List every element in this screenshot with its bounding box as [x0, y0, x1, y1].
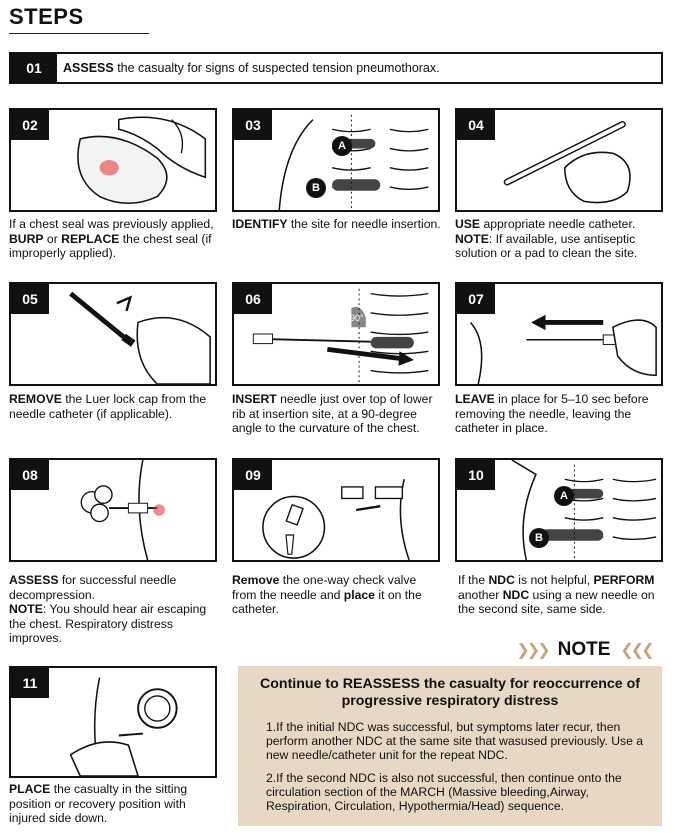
site-b-marker: B [529, 528, 549, 548]
caption-text: or [44, 232, 62, 246]
caption-keyword: place [344, 588, 375, 602]
caption-keyword: PERFORM [594, 573, 655, 587]
step-11-illustration: 11 [9, 666, 217, 778]
note-item: 1.If the initial NDC was successful, but… [266, 720, 656, 763]
step-number: 01 [11, 54, 57, 82]
step-number: 09 [234, 460, 272, 490]
step-number: 11 [11, 668, 49, 698]
caption-keyword: NDC [489, 573, 515, 587]
step-02-illustration: 02 [9, 108, 217, 212]
step-09-caption: Remove the one-way check valve from the … [232, 573, 444, 617]
step-number: 04 [457, 110, 495, 140]
caption-keyword: USE [455, 217, 480, 231]
caption-keyword: BURP [9, 232, 44, 246]
page-title: STEPS [9, 4, 84, 30]
step-05-caption: REMOVE the Luer lock cap from the needle… [9, 392, 221, 421]
step-number: 07 [457, 284, 495, 314]
caption-text: is not helpful, [515, 573, 594, 587]
step-07-illustration: 07 [455, 282, 663, 386]
caption-text: If a chest seal was previously applied, [9, 217, 214, 231]
note-item: 2.If the second NDC is also not successf… [266, 771, 656, 814]
step-05-illustration: 05 [9, 282, 217, 386]
note-box: Continue to REASSESS the casualty for re… [238, 666, 662, 826]
site-a-marker: A [332, 136, 352, 156]
step-number: 05 [11, 284, 49, 314]
step-number: 02 [11, 110, 49, 140]
step-04-caption: USE appropriate needle catheter.NOTE: If… [455, 217, 667, 261]
step-10-illustration: 10 A B [455, 458, 663, 562]
step-03-illustration: 03 A B [232, 108, 440, 212]
step-number: 03 [234, 110, 272, 140]
step-number: 06 [234, 284, 272, 314]
step-11-caption: PLACE the casualty in the sitting positi… [9, 782, 221, 826]
caption-keyword: REMOVE [9, 392, 62, 406]
step-08-caption: ASSESS for successful needle decompressi… [9, 573, 221, 646]
note-label: NOTE [558, 639, 611, 661]
angle-label: 90° [350, 313, 364, 323]
step-number: 08 [11, 460, 49, 490]
caption-keyword: Remove [232, 573, 279, 587]
caption-keyword: NDC [503, 588, 529, 602]
step-07-caption: LEAVE in place for 5–10 sec before remov… [455, 392, 667, 436]
chevron-left-icon: ❮❮❮ [620, 640, 651, 660]
caption-keyword: INSERT [232, 392, 277, 406]
step-09-illustration: 09 [232, 458, 440, 562]
note-list: 1.If the initial NDC was successful, but… [266, 720, 656, 821]
step-06-illustration: 06 90° [232, 282, 440, 386]
caption-keyword: NOTE [455, 232, 489, 246]
site-b-marker: B [306, 178, 326, 198]
caption-keyword: NOTE [9, 602, 43, 616]
caption-text: If the [458, 573, 489, 587]
caption-text: another [458, 588, 503, 602]
step-03-caption: IDENTIFY the site for needle insertion. [232, 217, 444, 232]
step-02-caption: If a chest seal was previously applied, … [9, 217, 221, 261]
caption-keyword: PLACE [9, 782, 50, 796]
step-01: 01 ASSESS the casualty for signs of susp… [9, 52, 663, 84]
step-06-caption: INSERT needle just over top of lower rib… [232, 392, 444, 436]
caption-keyword: ASSESS [9, 573, 58, 587]
title-underline [9, 33, 149, 34]
step-number: 10 [457, 460, 495, 490]
step-text: ASSESS the casualty for signs of suspect… [63, 61, 440, 75]
caption-keyword: IDENTIFY [232, 217, 288, 231]
step-body: the casualty for signs of suspected tens… [114, 61, 440, 75]
note-header: ❯❯❯ NOTE ❮❮❮ [506, 637, 662, 663]
caption-text: the site for needle insertion. [288, 217, 441, 231]
chevron-right-icon: ❯❯❯ [516, 640, 547, 660]
step-04-illustration: 04 [455, 108, 663, 212]
step-08-illustration: 08 [9, 458, 217, 562]
note-heading: Continue to REASSESS the casualty for re… [238, 676, 662, 710]
caption-keyword: REPLACE [61, 232, 119, 246]
caption-keyword: LEAVE [455, 392, 495, 406]
step-keyword: ASSESS [63, 61, 114, 75]
step-10-caption: If the NDC is not helpful, PERFORM anoth… [458, 573, 670, 617]
caption-text: appropriate needle catheter. [480, 217, 635, 231]
site-a-marker: A [554, 486, 574, 506]
